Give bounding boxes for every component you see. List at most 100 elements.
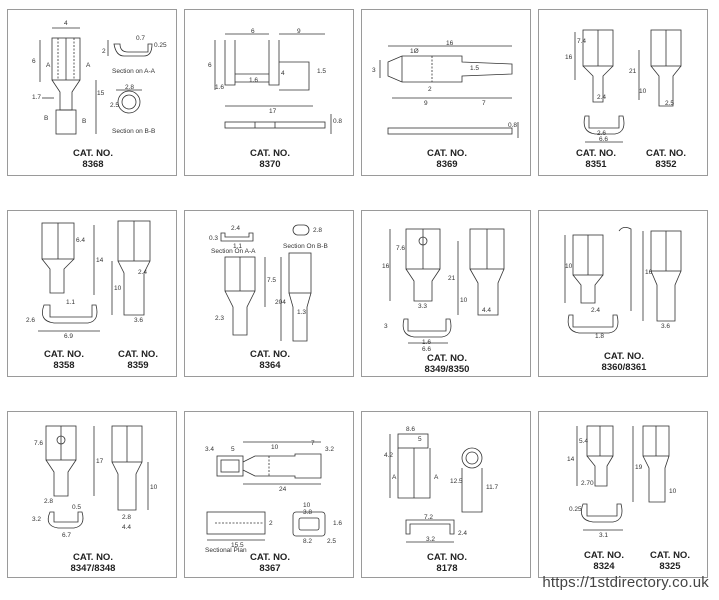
dim-label: 6.6 <box>422 346 432 353</box>
dim-label: 1.6 <box>215 84 225 91</box>
dim-label: 2.5 <box>327 538 337 545</box>
product-card-8370[interactable]: 6 9 6 1.6 1.6 4 1.5 17 0.8 CAT. NO. 8370 <box>184 9 354 176</box>
product-card-8349-8350[interactable]: 7.6 16 21 10 3 1.6 6.6 4.4 3.3 CAT. NO. … <box>361 210 531 377</box>
dim-label: 4.4 <box>122 524 132 531</box>
dim-label: 3.2 <box>325 446 335 453</box>
product-card-8358-8359[interactable]: 6.4 14 1.1 2.6 6.9 10 2.4 3.6 CAT. NO. 8… <box>7 210 177 377</box>
dim-label: 17 <box>269 108 277 115</box>
connector-drawing-8370 <box>214 33 332 134</box>
dim-label: B <box>82 118 87 125</box>
cat-no-8369: CAT. NO. 8369 <box>362 148 532 170</box>
dim-label: 8.2 <box>303 538 313 545</box>
cat-no-8364: CAT. NO. 8364 <box>185 349 355 371</box>
cat-label: CAT. NO. <box>427 148 467 159</box>
dim-label: 2.5 <box>665 100 675 107</box>
dim-label: 7 <box>482 100 486 107</box>
section-note: Section On B-B <box>283 243 328 250</box>
product-card-8369[interactable]: 16 1Ø 3 1.5 2 9 7 0.8 CAT. NO. 8369 <box>361 9 531 176</box>
dim-label: 2.6 <box>597 130 607 137</box>
dim-label: 3.3 <box>418 303 428 310</box>
cat-number: 8324 <box>593 561 615 572</box>
dim-label: 2.8 <box>44 498 54 505</box>
dim-label: 15.5 <box>231 542 244 549</box>
dim-label: 1.7 <box>32 94 42 101</box>
dim-label: 2.5 <box>110 102 120 109</box>
dim-label: 0.3 <box>209 235 219 242</box>
dim-label: 24 <box>279 486 287 493</box>
dim-label: 6.6 <box>599 136 609 143</box>
dim-label: 0.25 <box>154 42 167 49</box>
dim-label: 6 <box>251 28 255 35</box>
cat-label: CAT. NO. <box>576 148 616 159</box>
cat-label: CAT. NO. <box>250 552 290 563</box>
dim-label: 2.6 <box>26 317 36 324</box>
cat-number: 8351 <box>585 159 607 170</box>
cat-no-8352: CAT. NO. 8352 <box>631 148 701 170</box>
dim-label: 4.4 <box>482 307 492 314</box>
connector-drawing-8324-8325 <box>576 425 670 531</box>
dim-label: 14 <box>567 456 575 463</box>
dim-label: 9 <box>297 28 301 35</box>
cat-number: 8359 <box>127 360 149 371</box>
dim-label: 2.8 <box>313 227 323 234</box>
dim-label: 3.8 <box>303 509 313 516</box>
dim-label: 17 <box>96 458 104 465</box>
cat-no-8368: CAT. NO. 8368 <box>8 148 178 170</box>
dim-label: A <box>434 474 439 481</box>
product-card-8364[interactable]: 2.4 0.3 1.1 2.8 7.5 204 2.3 1.3 Section … <box>184 210 354 377</box>
dim-label: 0.5 <box>72 504 82 511</box>
dim-label: 21 <box>448 275 456 282</box>
product-card-8347-8348[interactable]: 7.6 17 10 2.8 0.5 3.2 6.7 2.8 4.4 CAT. N… <box>7 411 177 578</box>
cat-label: CAT. NO. <box>427 552 467 563</box>
section-note: Section on A-A <box>112 68 155 75</box>
dim-label: 16 <box>645 269 653 276</box>
dim-label: 2.4 <box>597 94 607 101</box>
dim-label: 16 <box>446 40 454 47</box>
product-card-8351-8352[interactable]: 16 7.4 21 2.4 10 2.5 2.6 6.6 CAT. NO. 83… <box>538 9 708 176</box>
cat-label: CAT. NO. <box>427 353 467 364</box>
section-note: Section on B-B <box>112 128 156 135</box>
dim-label: 16 <box>565 54 573 61</box>
cat-no-8325: CAT. NO. 8325 <box>635 550 705 572</box>
dim-label: B <box>44 115 49 122</box>
dim-label: 2.8 <box>122 514 132 521</box>
dim-label: 7.5 <box>267 277 277 284</box>
dim-label: 10 <box>271 444 279 451</box>
connector-drawing-8358-8359 <box>38 220 151 332</box>
product-card-8367[interactable]: 3.4 5 10 7 3.2 24 10 3.8 2 15.5 8.2 2.5 … <box>184 411 354 578</box>
cat-number: 8347/8348 <box>70 563 116 574</box>
cat-label: CAT. NO. <box>44 349 84 360</box>
dim-label: 5 <box>418 436 422 443</box>
dim-label: 1Ø <box>410 48 419 55</box>
dim-label: 6.4 <box>76 237 86 244</box>
dim-label: 4 <box>64 20 68 27</box>
dim-label: 11.7 <box>486 484 499 491</box>
dim-label: 1.5 <box>317 68 327 75</box>
website-watermark: https://1stdirectory.co.uk <box>542 574 709 591</box>
cat-no-8349-8350: CAT. NO. 8349/8350 <box>362 353 532 375</box>
cat-number: 8358 <box>53 360 75 371</box>
section-note: Section On A-A <box>211 248 256 255</box>
dim-label: 1.3 <box>297 309 307 316</box>
product-card-8324-8325[interactable]: 5.4 14 19 2.70 10 0.25 3.1 CAT. NO. 8324… <box>538 411 708 578</box>
dim-label: 7.6 <box>396 245 406 252</box>
dim-label: 19 <box>635 464 643 471</box>
cat-number: 8370 <box>259 159 281 170</box>
dim-label: 10 <box>639 88 647 95</box>
connector-drawing-8367 <box>206 441 326 541</box>
cat-no-8347-8348: CAT. NO. 8347/8348 <box>8 552 178 574</box>
dim-label: 0.25 <box>569 506 582 513</box>
connector-drawing-8351-8352 <box>574 29 682 143</box>
product-card-8360-8361[interactable]: 10 16 2.4 1.8 3.6 CAT. NO. 8360/8361 <box>538 210 708 377</box>
product-card-8178[interactable]: 8.6 5 4.2 A A 12.5 11.7 7.2 3.2 2.4 CAT.… <box>361 411 531 578</box>
dim-label: 2 <box>102 48 106 55</box>
cat-label: CAT. NO. <box>650 550 690 561</box>
cat-label: CAT. NO. <box>118 349 158 360</box>
connector-drawing-8349-8350 <box>389 228 505 344</box>
dim-label: 0.8 <box>333 118 343 125</box>
cat-no-8367: CAT. NO. 8367 <box>185 552 355 574</box>
product-card-8368[interactable]: 4 6 0.7 0.25 2 1.7 15 2.5 2.8 A A B B Se… <box>7 9 177 176</box>
dim-label: 21 <box>629 68 637 75</box>
cat-number: 8349/8350 <box>424 364 470 375</box>
dim-label: 2.4 <box>231 225 241 232</box>
